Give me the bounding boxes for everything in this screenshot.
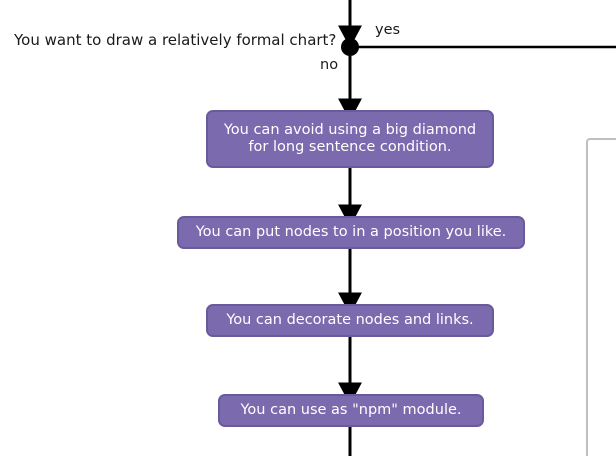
edge-label-no: no bbox=[320, 57, 339, 73]
decision-question-label: You want to draw a relatively formal cha… bbox=[14, 31, 337, 49]
node-avoid-big-diamond[interactable]: You can avoid using a big diamond for lo… bbox=[206, 110, 494, 168]
node-decorate-nodes-links[interactable]: You can decorate nodes and links. bbox=[206, 304, 494, 337]
node-put-nodes-position[interactable]: You can put nodes to in a position you l… bbox=[177, 216, 525, 249]
decision-point-circle bbox=[341, 38, 359, 56]
node-npm-module[interactable]: You can use as "npm" module. bbox=[218, 394, 484, 427]
side-panel-frame bbox=[586, 138, 616, 456]
edge-label-yes: yes bbox=[375, 22, 401, 38]
